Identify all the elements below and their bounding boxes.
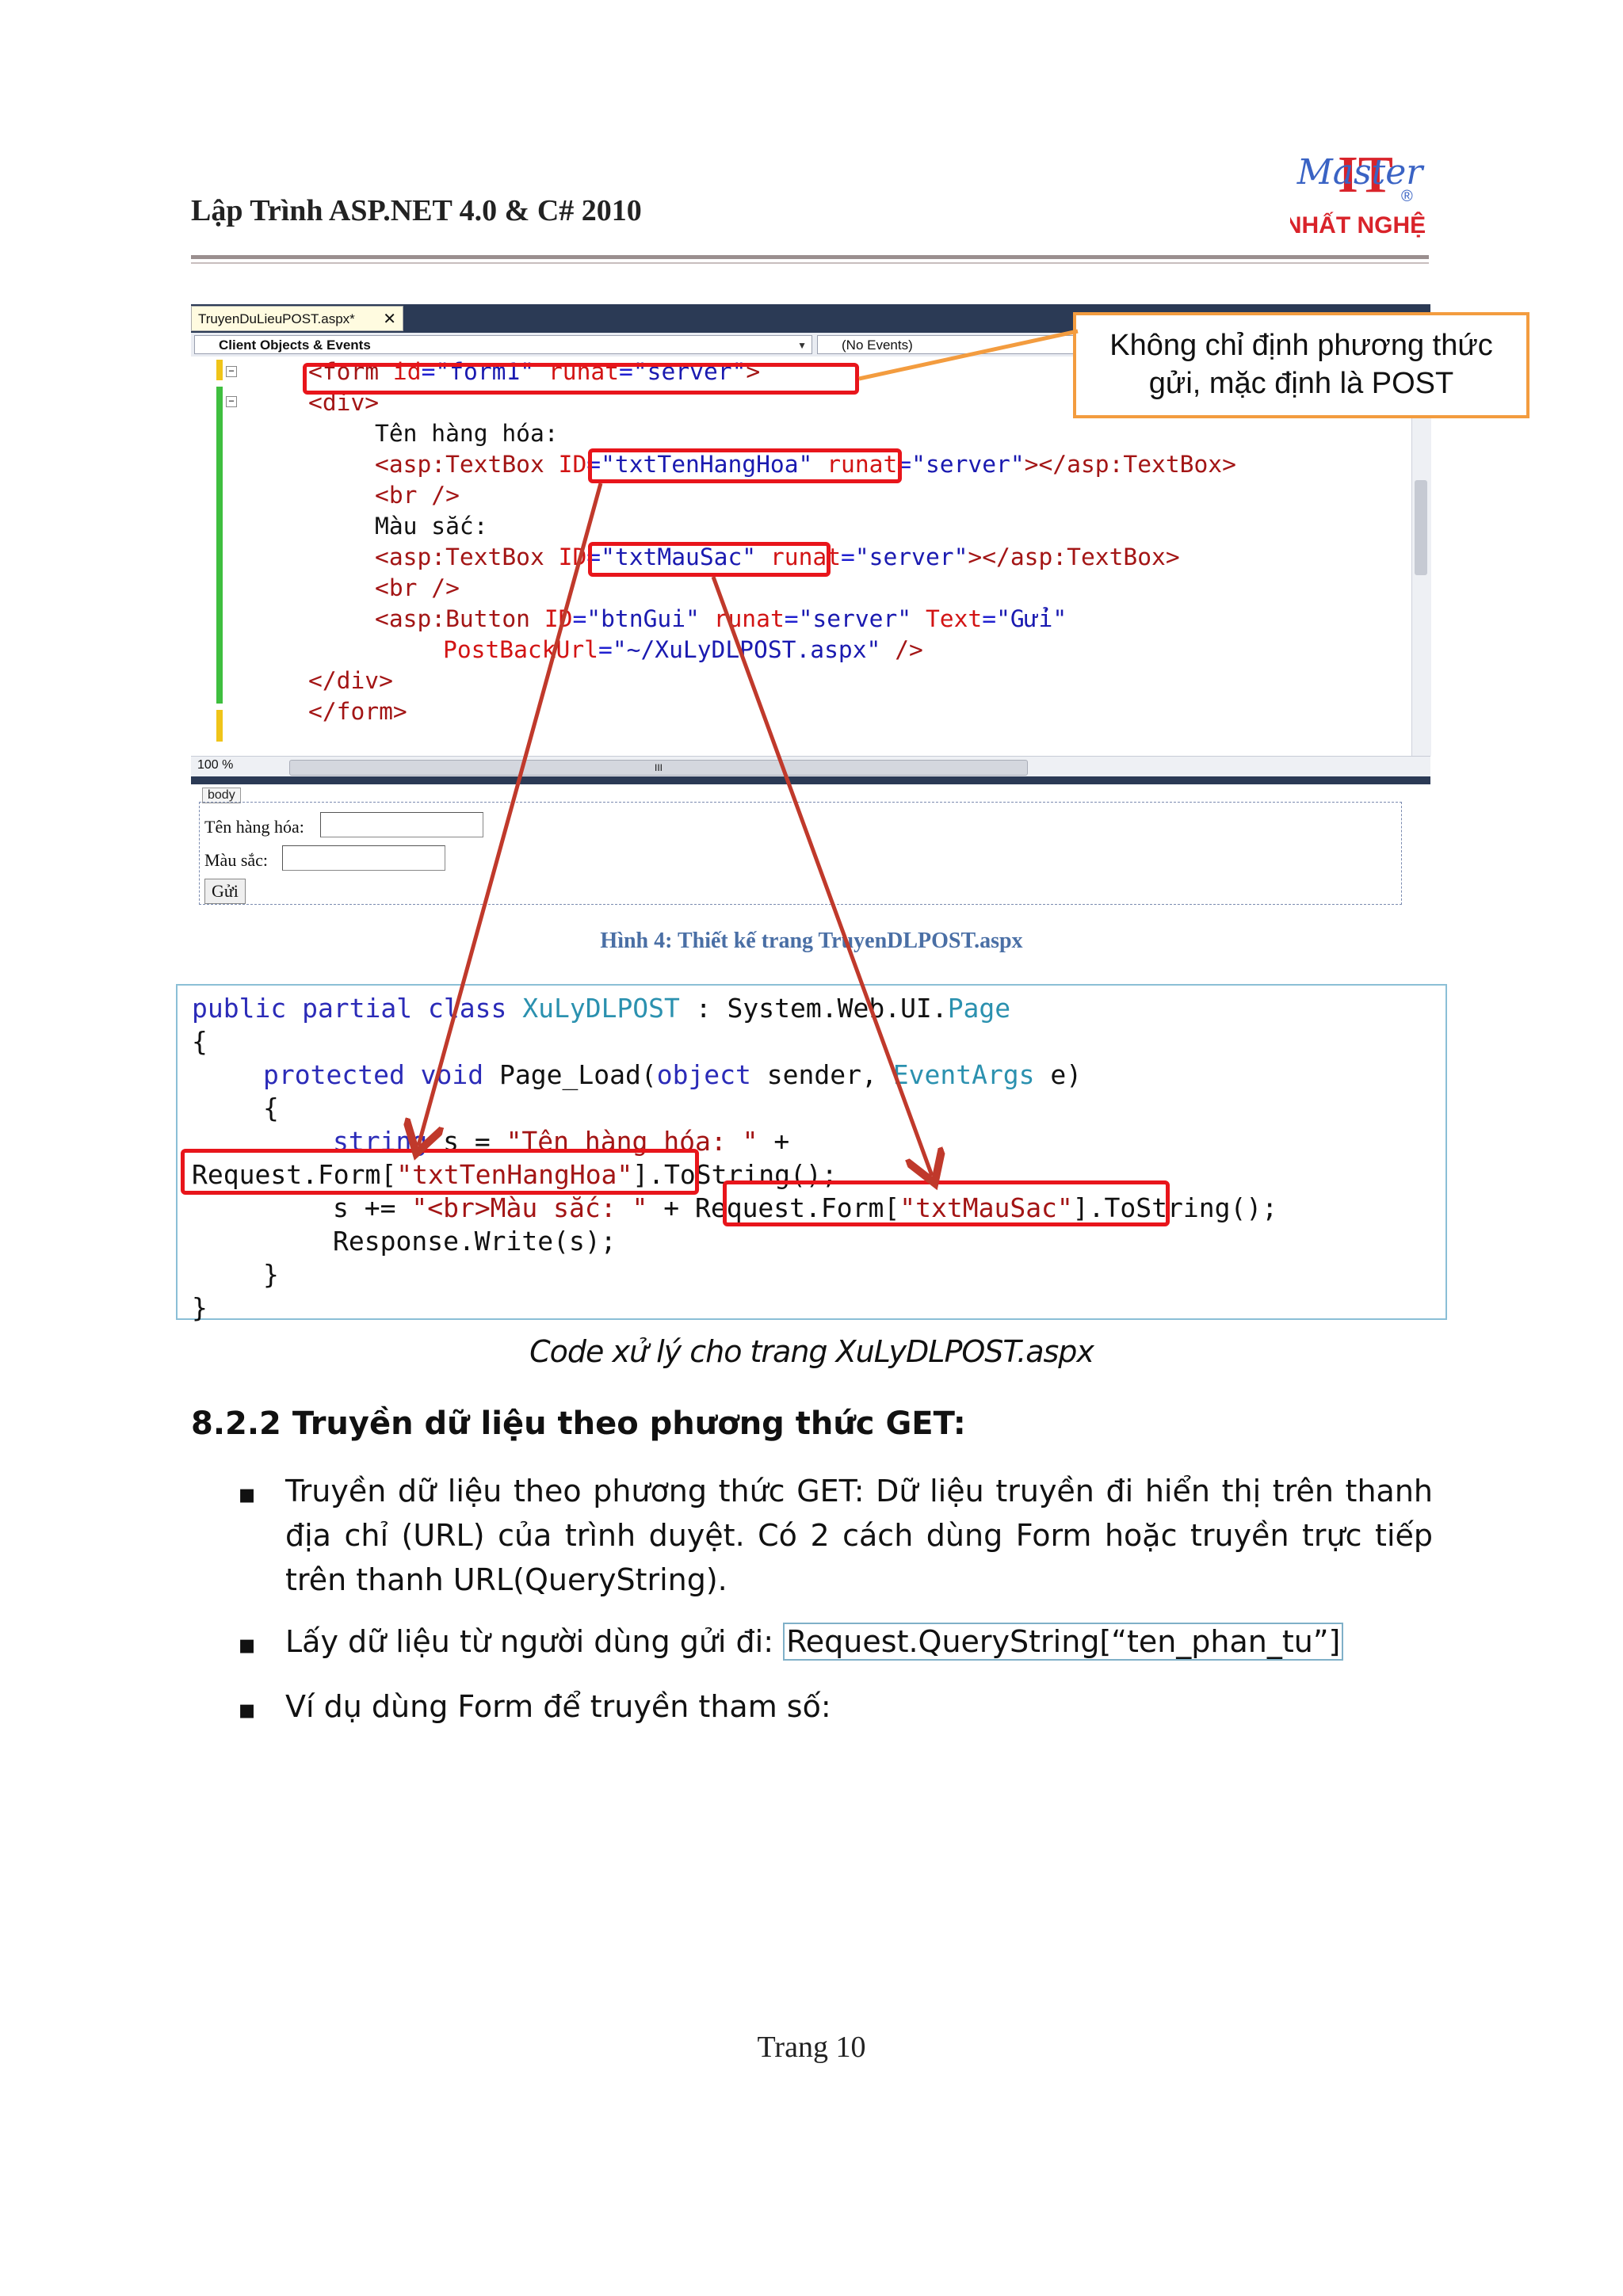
callout-line-1: Không chỉ định phương thức: [1109, 329, 1493, 362]
code-line: Request.Form["txtTenHangHoa"].ToString()…: [192, 1159, 838, 1190]
callout-line-2: gửi, mặc định là POST: [1148, 367, 1454, 400]
code-line: Tên hàng hóa:: [375, 420, 559, 447]
bullet-icon: ▪: [238, 1478, 257, 1510]
code-editor[interactable]: − − <form id="form1" runat="server"> <di…: [191, 357, 1431, 756]
code-line: </form>: [308, 698, 407, 725]
nhat-nghe-logo: IT Master ® NHẤT NGHỆ: [1285, 143, 1433, 246]
change-marker: [216, 360, 223, 380]
bullet-text: Lấy dữ liệu từ người dùng gửi đi: Reques…: [285, 1619, 1433, 1664]
code-line: PostBackUrl="~/XuLyDLPOST.aspx" />: [443, 636, 923, 663]
callout-connector: [858, 329, 1079, 381]
header-rule: [191, 255, 1429, 259]
code-line: <form id="form1" runat="server">: [308, 358, 761, 385]
bullet-text: Truyền dữ liệu theo phương thức GET: Dữ …: [285, 1474, 1433, 1597]
bullet-icon: ▪: [238, 1694, 257, 1726]
figure-caption: Hình 4: Thiết kế trang TruyenDLPOST.aspx: [600, 929, 1023, 953]
design-surface: Tên hàng hóa: Màu sắc: Gửi: [199, 802, 1402, 905]
code-line: }: [263, 1259, 279, 1290]
code-line: protected void Page_Load(object sender, …: [263, 1059, 1083, 1090]
close-icon[interactable]: ✕: [383, 311, 396, 328]
highlight-form-tag: [303, 363, 859, 395]
file-tab-label: TruyenDuLieuPOST.aspx*: [198, 311, 355, 326]
label-ten-hang-hoa: Tên hàng hóa:: [204, 817, 304, 837]
header-rule-thin: [191, 262, 1429, 264]
code-line: }: [192, 1292, 208, 1323]
code-line: {: [263, 1093, 279, 1123]
client-objects-dropdown[interactable]: Client Objects & Events ▼: [194, 335, 812, 354]
page-number: Trang 10: [757, 2031, 866, 2064]
label-mau-sac: Màu sắc:: [204, 850, 269, 870]
code-line: <asp:TextBox ID="txtTenHangHoa" runat="s…: [375, 451, 1236, 478]
change-marker: [216, 710, 223, 742]
code-line: Response.Write(s);: [333, 1226, 617, 1257]
code-line: s += "<br>Màu sắc: " + Request.Form["txt…: [333, 1192, 1278, 1223]
logo-graphic: IT Master ® NHẤT NGHỆ: [1285, 146, 1426, 238]
zoom-level[interactable]: 100 %: [197, 758, 234, 772]
vertical-scrollbar[interactable]: [1411, 357, 1431, 756]
code-caption: Code xử lý cho trang XuLyDLPOST.aspx: [529, 1334, 1094, 1369]
horizontal-scrollbar-thumb[interactable]: III: [289, 760, 1028, 776]
code-line: {: [192, 1026, 208, 1057]
callout-note: Không chỉ định phương thức gửi, mặc định…: [1073, 312, 1529, 418]
file-tab[interactable]: TruyenDuLieuPOST.aspx* ✕: [191, 306, 403, 331]
logo-registered: ®: [1401, 188, 1413, 205]
collapse-icon[interactable]: −: [226, 396, 237, 407]
txt-ten-hang-hoa-preview[interactable]: [320, 812, 483, 837]
txt-mau-sac-preview[interactable]: [282, 845, 445, 871]
change-marker: [216, 387, 223, 704]
code-line: </div>: [308, 667, 393, 694]
gui-button-preview[interactable]: Gửi: [204, 879, 246, 904]
dropdown-label: Client Objects & Events: [219, 338, 371, 353]
dropdown-label: (No Events): [842, 338, 913, 353]
code-line: <br />: [375, 482, 460, 509]
bullet-text: Ví dụ dùng Form để truyền tham số:: [285, 1689, 831, 1724]
logo-script: Master: [1296, 152, 1426, 193]
highlight-txt-ten-hang-hoa-id: [588, 448, 902, 483]
arrow-mau-sac: [711, 576, 932, 1176]
scrollbar-thumb[interactable]: [1415, 480, 1427, 575]
arrow-ten-hang-hoa: [418, 482, 603, 1146]
logo-letters: IT: [1338, 146, 1393, 204]
chevron-down-icon: ▼: [797, 340, 807, 351]
logo-brand: NHẤT NGHỆ: [1290, 212, 1426, 238]
bullet-icon: ▪: [238, 1629, 257, 1661]
code-line: public partial class XuLyDLPOST : System…: [192, 993, 1011, 1024]
collapse-icon[interactable]: −: [226, 366, 237, 377]
code-line: Màu sắc:: [375, 513, 488, 540]
horizontal-scroll-row: 100 % III: [191, 756, 1430, 777]
section-heading: 8.2.2 Truyền dữ liệu theo phương thức GE…: [191, 1405, 966, 1442]
scroll-grip: III: [654, 762, 663, 773]
bullet-text-lead: Lấy dữ liệu từ người dùng gửi đi:: [285, 1624, 784, 1659]
code-line: <asp:Button ID="btnGui" runat="server" T…: [375, 605, 1067, 632]
querystring-example: Request.QueryString[“ten_phan_tu”]: [783, 1623, 1344, 1661]
body-tag[interactable]: body: [202, 788, 241, 803]
header-title: Lập Trình ASP.NET 4.0 & C# 2010: [191, 194, 642, 227]
code-line: <br />: [375, 574, 460, 601]
editor-gutter: − −: [191, 357, 237, 756]
view-splitter[interactable]: [191, 776, 1430, 784]
highlight-txt-mau-sac-id: [588, 542, 831, 577]
